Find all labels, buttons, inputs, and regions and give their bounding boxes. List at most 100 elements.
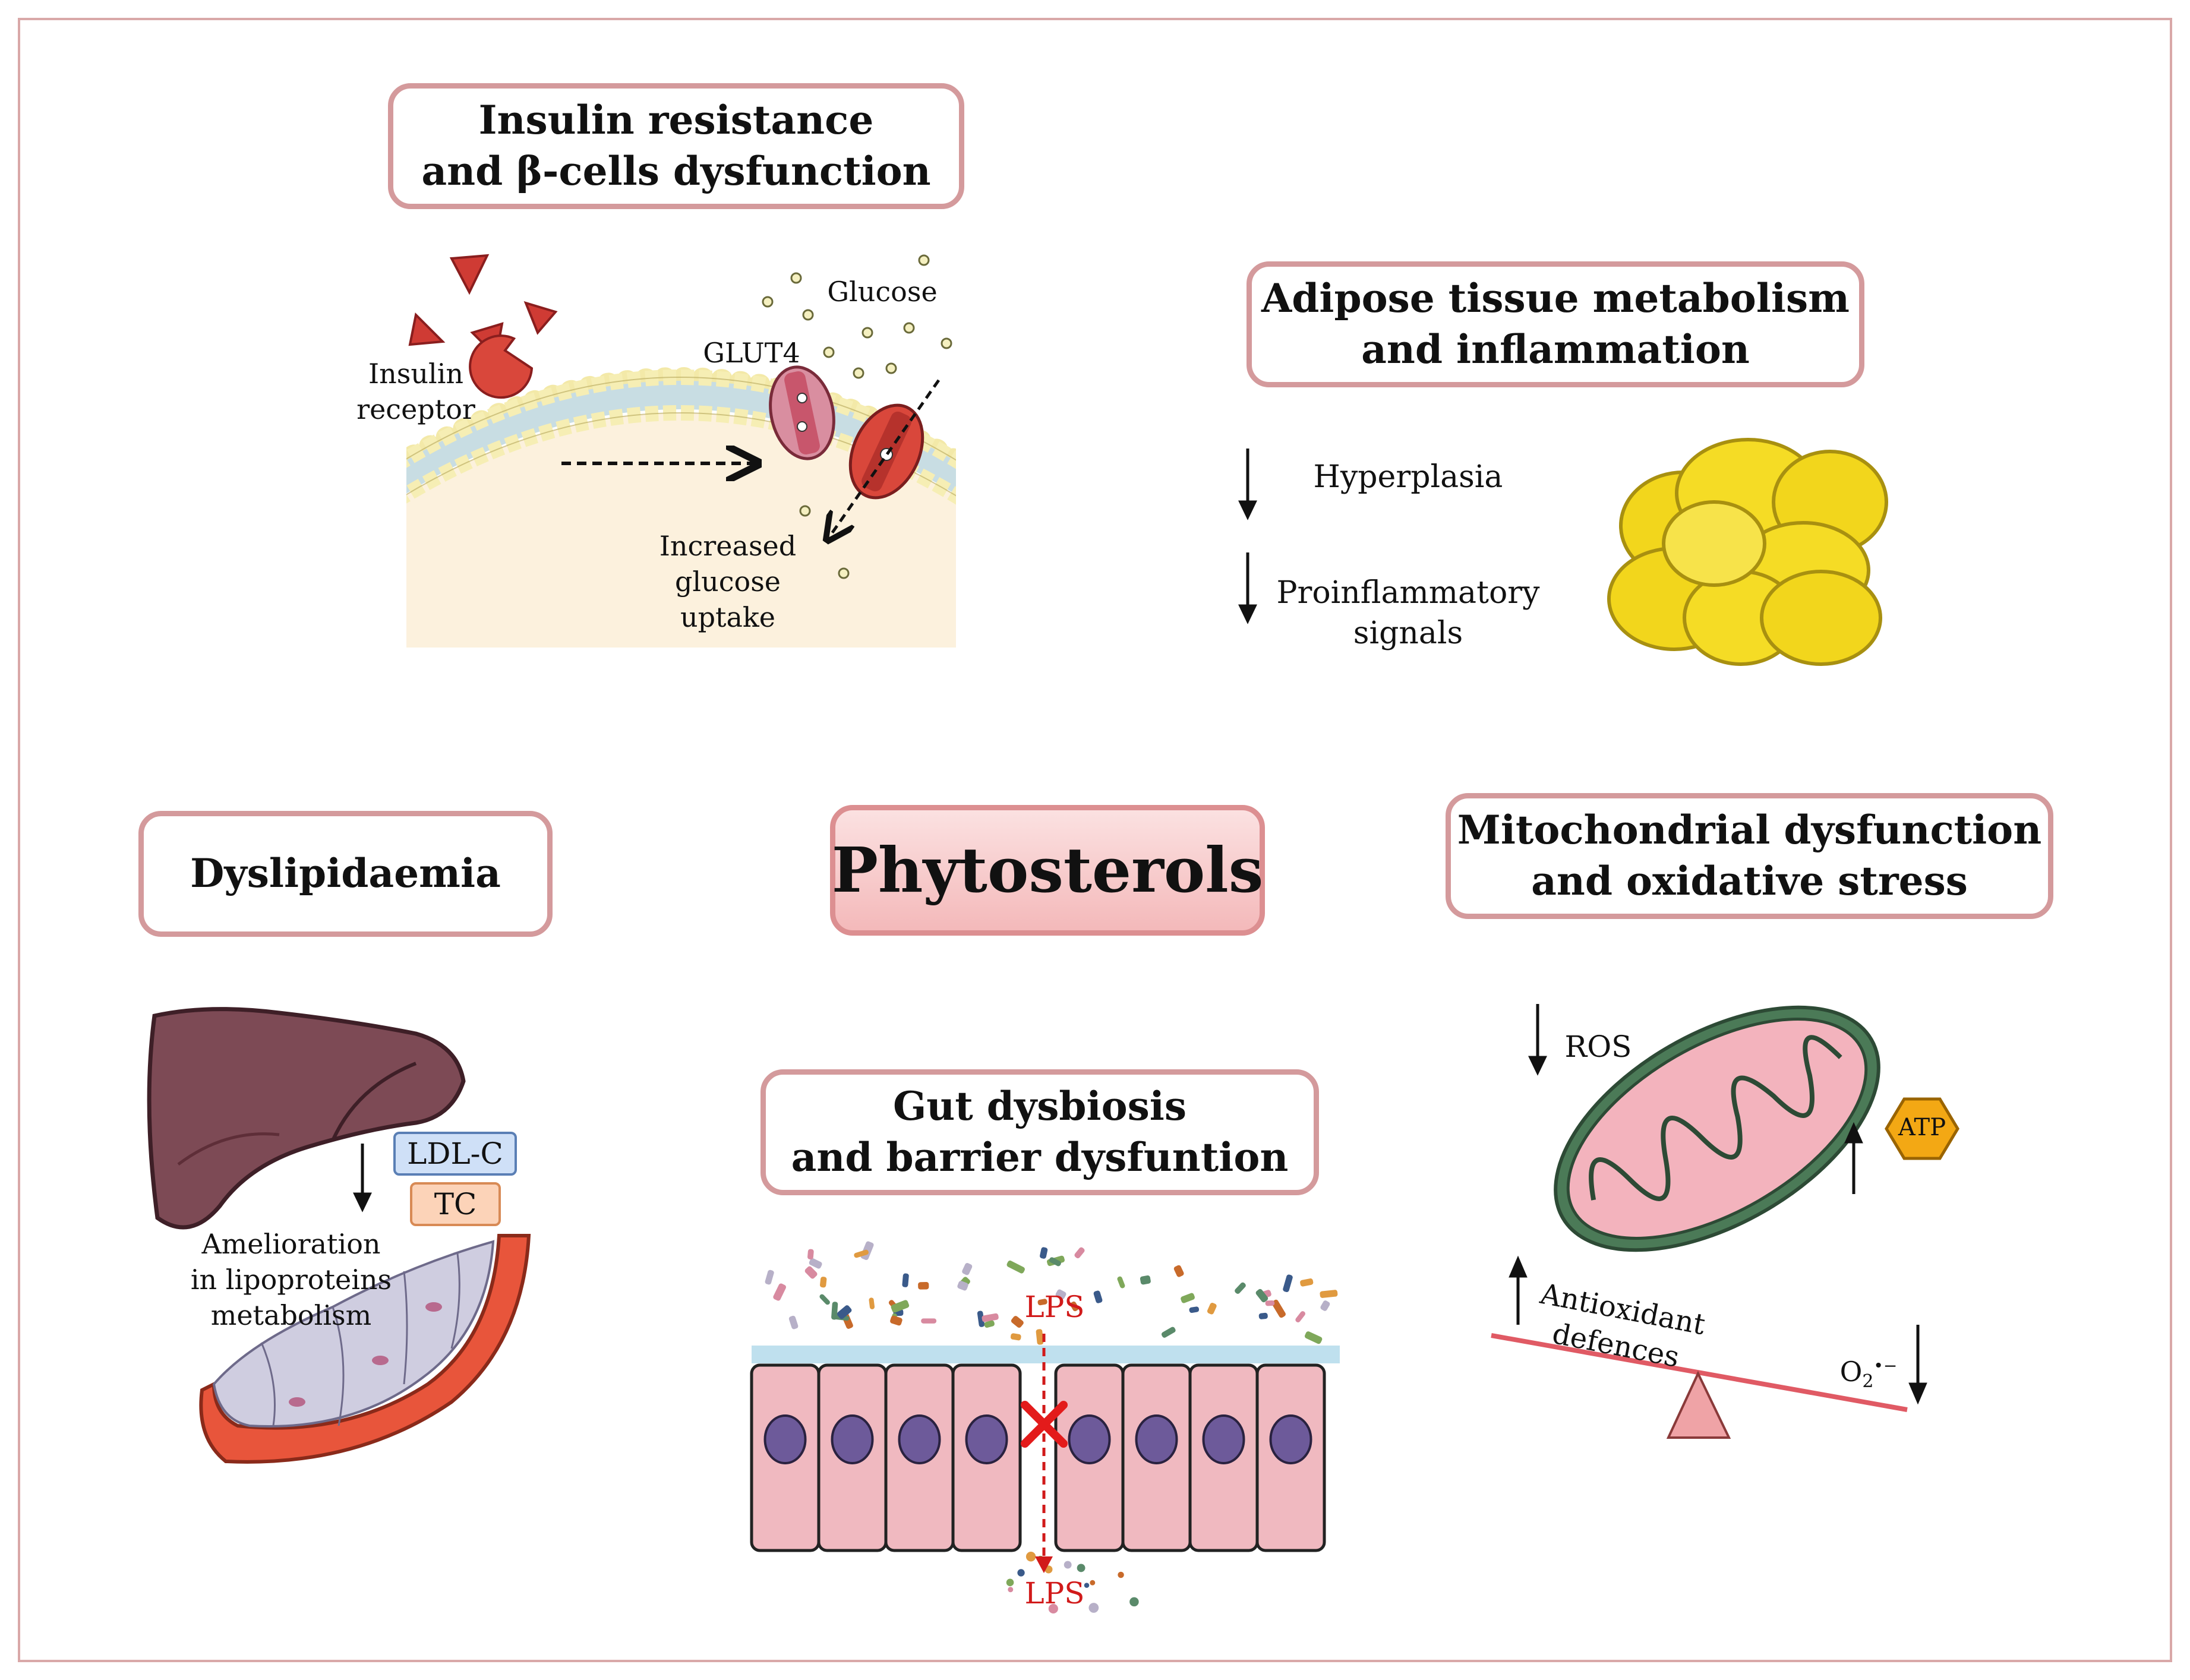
- balance-beam: [1491, 1333, 1908, 1412]
- uptake-label-line-2: glucose: [674, 565, 781, 598]
- cytoplasm: [406, 413, 956, 648]
- insulin-receptor-label-line-1: Insulin: [368, 358, 464, 390]
- proinflammatory-label: Proinflammatory signals: [1271, 573, 1545, 653]
- bacterium: [854, 1249, 869, 1258]
- cell-nucleus: [1135, 1414, 1178, 1464]
- glut4-label: GLUT4: [703, 337, 800, 369]
- glucose-molecules: [762, 254, 952, 579]
- superoxide-sup: •−: [1873, 1356, 1898, 1376]
- gut-bacteria: [765, 1241, 1338, 1614]
- bacterium: [1189, 1306, 1200, 1313]
- glucose-uptake-label: Increased glucose uptake: [648, 529, 808, 635]
- bacterium: [1181, 1293, 1195, 1303]
- bacterium: [1304, 1331, 1323, 1344]
- atp-hexagon: [1885, 1097, 1959, 1160]
- insulin-molecule: [408, 312, 446, 346]
- lps-particle: [1006, 1578, 1014, 1587]
- bacterium: [788, 1315, 799, 1330]
- phytosterols-label: Phytosterols: [831, 833, 1264, 907]
- adipose-title-box: Adipose tissue metabolism and inflammati…: [1247, 261, 1864, 387]
- bacterium: [977, 1310, 985, 1327]
- cell-nucleus: [831, 1414, 874, 1464]
- superoxide-label: O2•−: [1833, 1354, 1904, 1393]
- bacterium: [1283, 1274, 1293, 1292]
- insulin-receptor-label: Insulin receptor: [351, 356, 481, 428]
- bacterium: [921, 1318, 937, 1324]
- glucose-label: Glucose: [827, 276, 938, 308]
- bacterium: [1036, 1329, 1044, 1345]
- lps-particle: [1008, 1587, 1014, 1593]
- bacterium: [1320, 1300, 1330, 1311]
- mucus-layer: [752, 1346, 1340, 1363]
- lps-particle: [1129, 1597, 1139, 1607]
- bacterium: [982, 1313, 999, 1322]
- bacterium: [1161, 1327, 1176, 1338]
- bacterium: [773, 1283, 787, 1301]
- adipocyte-cluster: [1607, 438, 1888, 666]
- bacterium: [804, 1266, 818, 1279]
- bacterium: [869, 1297, 875, 1309]
- gut-title-line-2: and barrier dysfuntion: [791, 1134, 1289, 1180]
- bacterium: [819, 1294, 830, 1305]
- bacterium: [820, 1277, 827, 1288]
- down-arrow-lipids: [353, 1144, 372, 1212]
- bacterium: [902, 1273, 909, 1287]
- bacterium: [1300, 1278, 1314, 1287]
- liver: [147, 1007, 466, 1230]
- lps-particle: [1090, 1580, 1096, 1586]
- down-arrow-hyperplasia: [1238, 449, 1257, 520]
- lps-particle: [1048, 1603, 1058, 1614]
- cell-nucleus: [1202, 1414, 1245, 1464]
- cell-nucleus: [1068, 1414, 1111, 1464]
- atp-label: ATP: [1898, 1114, 1946, 1141]
- uptake-label-line-1: Increased: [659, 530, 797, 562]
- ros-label: ROS: [1564, 1030, 1632, 1064]
- down-arrow-superoxide: [1908, 1325, 1927, 1405]
- mito-title-line-2: and oxidative stress: [1531, 858, 1968, 904]
- uptake-label-line-3: uptake: [680, 601, 776, 633]
- dyslipidaemia-title: Dyslipidaemia: [190, 850, 501, 897]
- lps-particle: [1118, 1571, 1124, 1578]
- amelioration-label-line-2: in lipoproteins: [190, 1263, 392, 1296]
- bacterium: [957, 1281, 968, 1291]
- bacterium: [809, 1258, 822, 1269]
- amelioration-label-line-1: Amelioration: [201, 1228, 381, 1260]
- bacterium: [962, 1263, 973, 1275]
- bacterium: [1295, 1311, 1305, 1322]
- proinflammatory-label-line-1: Proinflammatory: [1276, 575, 1540, 611]
- enterocyte-row: [750, 1363, 1326, 1552]
- cell-nucleus: [965, 1414, 1008, 1464]
- mitochondrion: [1554, 1005, 1880, 1252]
- hyperplasia-label: Hyperplasia: [1313, 459, 1503, 495]
- barrier-block-x-icon: [1021, 1401, 1068, 1448]
- blood-vessel: [199, 1234, 531, 1464]
- insulin-title-line-1: Insulin resistance: [478, 97, 874, 144]
- insulin-receptor-label-line-2: receptor: [356, 393, 475, 425]
- dyslipidaemia-title-box: Dyslipidaemia: [138, 811, 553, 937]
- phytosterols-central-box: Phytosterols: [830, 805, 1265, 936]
- balance-fulcrum: [1666, 1370, 1731, 1439]
- down-arrow-ros: [1528, 1004, 1547, 1076]
- insulin-title-box: Insulin resistance and β-cells dysfuncti…: [388, 83, 964, 209]
- amelioration-label-line-3: metabolism: [210, 1299, 372, 1331]
- bacterium: [1070, 1301, 1079, 1312]
- bacterium: [1235, 1282, 1246, 1294]
- bacterium: [765, 1270, 774, 1285]
- bacterium: [1093, 1290, 1103, 1303]
- gut-title-box: Gut dysbiosis and barrier dysfuntion: [760, 1069, 1319, 1195]
- bacterium: [1173, 1265, 1184, 1277]
- superoxide-o: O: [1839, 1356, 1863, 1388]
- lps-particle: [1077, 1564, 1085, 1572]
- bacterium: [1037, 1299, 1047, 1306]
- bacterium: [891, 1300, 910, 1313]
- bacterium: [1074, 1247, 1085, 1259]
- glucose-uptake-arrow: [829, 379, 941, 538]
- lps-particle: [1088, 1603, 1099, 1613]
- bacterium: [1040, 1247, 1048, 1259]
- ldl-c-badge: LDL-C: [393, 1132, 517, 1176]
- cell-nucleus: [763, 1414, 807, 1464]
- bacterium: [1011, 1316, 1024, 1328]
- bacterium: [1207, 1303, 1217, 1315]
- bacterium: [1258, 1312, 1268, 1319]
